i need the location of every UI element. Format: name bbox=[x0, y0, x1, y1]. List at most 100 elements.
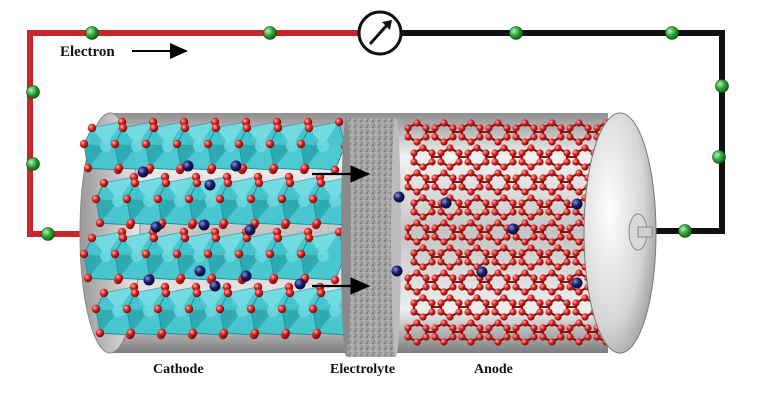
lithium-ion bbox=[391, 265, 403, 277]
carbon-atom bbox=[440, 219, 448, 227]
graphite-ring bbox=[491, 144, 522, 171]
carbon-atom bbox=[467, 188, 475, 196]
battery-right-cap bbox=[583, 112, 657, 354]
carbon-atom bbox=[575, 338, 583, 346]
carbon-atom bbox=[431, 233, 439, 241]
oxygen-atom bbox=[300, 163, 310, 173]
carbon-atom bbox=[572, 158, 580, 166]
carbon-atom bbox=[581, 313, 589, 321]
carbon-atom bbox=[467, 288, 475, 296]
carbon-atom bbox=[482, 249, 490, 257]
carbon-atom bbox=[545, 258, 553, 266]
lithium-ion bbox=[294, 278, 306, 290]
carbon-atom bbox=[554, 213, 562, 221]
carbon-atom bbox=[521, 219, 529, 227]
oxygen-atom bbox=[157, 328, 167, 338]
carbon-atom bbox=[467, 138, 475, 146]
graphite-ring bbox=[512, 269, 543, 296]
carbon-atom bbox=[521, 269, 529, 277]
carbon-atom bbox=[440, 238, 448, 246]
carbon-atom bbox=[449, 124, 457, 132]
carbon-atom bbox=[485, 324, 493, 332]
lithium-ion bbox=[571, 277, 583, 289]
lithium-ion bbox=[476, 266, 488, 278]
carbon-atom bbox=[539, 283, 547, 291]
carbon-atom bbox=[581, 144, 589, 152]
cathode-octahedron bbox=[79, 227, 133, 285]
oxygen-atom bbox=[223, 288, 233, 298]
carbon-atom bbox=[527, 263, 535, 271]
oxygen-atom bbox=[219, 218, 229, 228]
graphite-ring bbox=[539, 319, 570, 346]
carbon-atom bbox=[473, 244, 481, 252]
carbon-atom bbox=[458, 283, 466, 291]
carbon-atom bbox=[422, 124, 430, 132]
carbon-atom bbox=[503, 183, 511, 191]
carbon-atom bbox=[500, 244, 508, 252]
carbon-atom bbox=[494, 138, 502, 146]
carbon-atom bbox=[530, 283, 538, 291]
oxygen-atom bbox=[304, 233, 314, 243]
electron-label: Electron bbox=[60, 44, 115, 60]
carbon-atom bbox=[476, 233, 484, 241]
graphite-ring bbox=[431, 119, 462, 146]
carbon-atom bbox=[431, 174, 439, 182]
carbon-atom bbox=[449, 333, 457, 341]
anode-structure bbox=[391, 119, 624, 346]
oxygen-atom bbox=[118, 123, 128, 133]
oxygen-atom bbox=[281, 218, 291, 228]
carbon-atom bbox=[494, 319, 502, 327]
carbon-atom bbox=[557, 224, 565, 232]
carbon-atom bbox=[575, 219, 583, 227]
carbon-atom bbox=[410, 158, 418, 166]
oxygen-atom bbox=[234, 139, 244, 149]
carbon-atom bbox=[503, 333, 511, 341]
carbon-atom bbox=[410, 308, 418, 316]
carbon-atom bbox=[410, 299, 418, 307]
carbon-atom bbox=[455, 158, 463, 166]
carbon-atom bbox=[545, 299, 553, 307]
carbon-atom bbox=[473, 294, 481, 302]
graphite-ring bbox=[485, 269, 516, 296]
carbon-atom bbox=[521, 238, 529, 246]
carbon-atom bbox=[437, 149, 445, 157]
carbon-atom bbox=[437, 308, 445, 316]
carbon-atom bbox=[503, 124, 511, 132]
oxygen-atom bbox=[87, 233, 97, 243]
carbon-atom bbox=[476, 183, 484, 191]
graphite-ring bbox=[431, 169, 462, 196]
carbon-atom bbox=[548, 219, 556, 227]
carbon-atom bbox=[473, 194, 481, 202]
oxygen-atom bbox=[269, 273, 279, 283]
carbon-atom bbox=[545, 208, 553, 216]
oxygen-atom bbox=[316, 178, 326, 188]
carbon-atom bbox=[584, 133, 592, 141]
lithium-ion bbox=[571, 198, 583, 210]
carbon-atom bbox=[518, 249, 526, 257]
carbon-atom bbox=[422, 233, 430, 241]
electron-bead bbox=[26, 157, 40, 171]
carbon-atom bbox=[494, 169, 502, 177]
carbon-atom bbox=[404, 333, 412, 341]
graphite-ring bbox=[404, 269, 435, 296]
carbon-atom bbox=[431, 274, 439, 282]
carbon-atom bbox=[455, 149, 463, 157]
graphite-ring bbox=[545, 144, 576, 171]
graphite-ring bbox=[437, 144, 468, 171]
carbon-atom bbox=[557, 274, 565, 282]
cathode-wire bbox=[27, 30, 358, 237]
carbon-atom bbox=[530, 333, 538, 341]
electron-bead bbox=[715, 79, 729, 93]
carbon-atom bbox=[500, 263, 508, 271]
carbon-atom bbox=[566, 283, 574, 291]
carbon-atom bbox=[557, 183, 565, 191]
carbon-atom bbox=[464, 149, 472, 157]
carbon-atom bbox=[509, 149, 517, 157]
carbon-atom bbox=[527, 244, 535, 252]
carbon-atom bbox=[554, 194, 562, 202]
oxygen-atom bbox=[172, 139, 182, 149]
carbon-atom bbox=[413, 138, 421, 146]
carbon-atom bbox=[557, 174, 565, 182]
oxygen-atom bbox=[269, 163, 279, 173]
oxygen-atom bbox=[161, 288, 171, 298]
